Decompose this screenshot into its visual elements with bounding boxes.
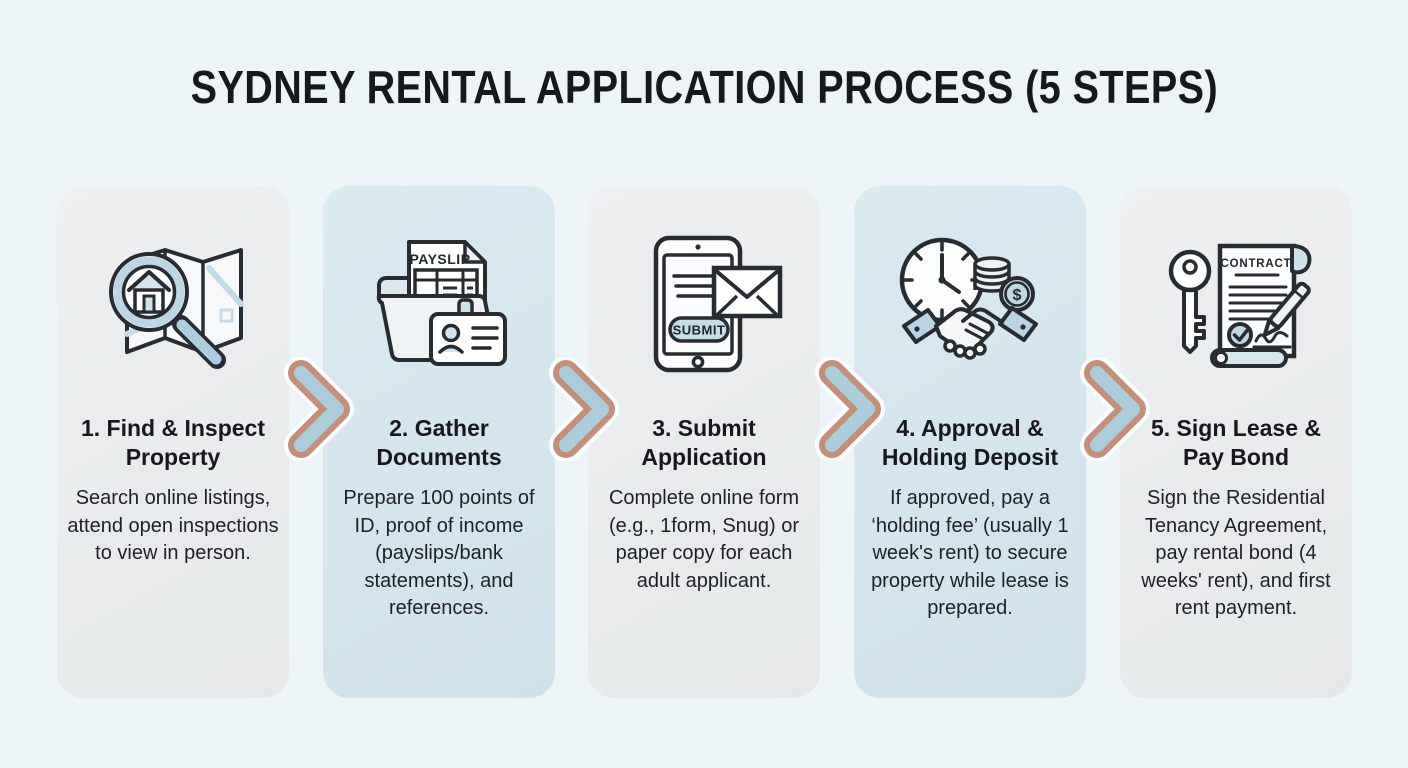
- step-card-5: CONTRACT 5. Sign Lease & Pay Bond Sign t…: [1120, 186, 1352, 698]
- chevron-arrow-icon: [284, 357, 354, 461]
- step-title: 2. Gather Documents: [376, 415, 502, 470]
- payslip-label: PAYSLIP: [409, 251, 470, 267]
- page-title: SYDNEY RENTAL APPLICATION PROCESS (5 STE…: [0, 60, 1408, 114]
- key-contract-icon: CONTRACT: [1168, 243, 1312, 368]
- step-description: Prepare 100 points of ID, proof of incom…: [343, 487, 535, 619]
- step-description: If approved, pay a ‘holding fee’ (usuall…: [871, 487, 1069, 619]
- tablet-submit-envelope-icon: SUBMIT: [653, 235, 783, 373]
- step-card-4: $ 4. Approval & Holding Deposit If appro…: [854, 186, 1086, 698]
- step-card-1: 1. Find & Inspect Property Search online…: [57, 186, 289, 698]
- dollar-sign: $: [1013, 287, 1022, 304]
- step-description: Complete online form (e.g., 1form, Snug)…: [608, 487, 800, 592]
- step-1-icon-wrap: [93, 234, 253, 374]
- contract-label: CONTRACT: [1221, 258, 1292, 270]
- page-title-text: SYDNEY RENTAL APPLICATION PROCESS (5 STE…: [190, 61, 1218, 113]
- step-description: Sign the Residential Tenancy Agreement, …: [1141, 487, 1331, 619]
- chevron-arrow-icon: [815, 357, 885, 461]
- step-title: 5. Sign Lease & Pay Bond: [1150, 415, 1321, 470]
- folder-payslip-id-icon: PAYSLIP: [376, 240, 507, 366]
- step-card-3: SUBMIT 3. Submit Application Complete on…: [588, 186, 820, 698]
- step-card-2: PAYSLIP 2. Gather Documents Prepare 100 …: [323, 186, 555, 698]
- step-4-icon-wrap: $: [890, 234, 1050, 374]
- clock-money-handshake-icon: $: [899, 237, 1038, 360]
- step-2-icon-wrap: PAYSLIP: [359, 234, 519, 374]
- step-title: 1. Find & Inspect Property: [80, 415, 266, 470]
- chevron-arrow-icon: [549, 357, 619, 461]
- map-magnifier-house-icon: [109, 248, 244, 369]
- step-title: 4. Approval & Holding Deposit: [881, 415, 1059, 470]
- step-description: Search online listings, attend open insp…: [67, 487, 279, 564]
- step-3-icon-wrap: SUBMIT: [624, 234, 784, 374]
- step-5-icon-wrap: CONTRACT: [1156, 234, 1316, 374]
- submit-label: SUBMIT: [673, 323, 726, 338]
- chevron-arrow-icon: [1080, 357, 1150, 461]
- step-title: 3. Submit Application: [641, 415, 767, 470]
